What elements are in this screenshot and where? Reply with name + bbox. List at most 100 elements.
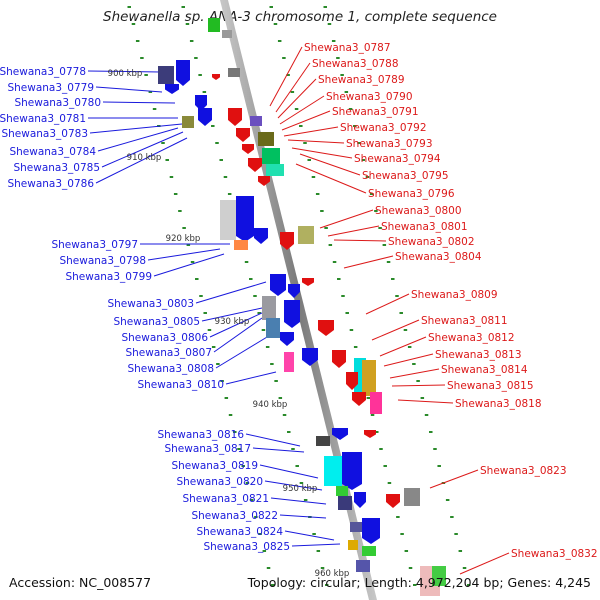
gene-label-left[interactable]: Shewana3_0786 [7,178,94,190]
gene-feature[interactable] [236,196,254,242]
gene-label-left[interactable]: Shewana3_0824 [196,526,283,538]
gene-feature[interactable] [228,68,240,77]
gene-label-left[interactable]: Shewana3_0783 [1,128,88,140]
gene-feature[interactable] [362,360,376,396]
gene-label-left[interactable]: Shewana3_0810 [137,379,224,391]
gene-feature[interactable] [386,494,400,508]
gene-label-left[interactable]: Shewana3_0797 [51,239,138,251]
gene-feature[interactable] [356,560,370,572]
gene-feature[interactable] [432,566,446,586]
gene-feature[interactable] [258,176,270,186]
gene-feature[interactable] [212,74,220,80]
gene-label-right[interactable]: Shewana3_0788 [312,58,399,70]
gene-label-left[interactable]: Shewana3_0805 [113,316,200,328]
gene-feature[interactable] [342,452,362,490]
gene-feature[interactable] [280,232,294,250]
gene-label-right[interactable]: Shewana3_0811 [421,315,508,327]
gene-label-left[interactable]: Shewana3_0803 [107,298,194,310]
gene-label-left[interactable]: Shewana3_0825 [203,541,290,553]
gene-label-right[interactable]: Shewana3_0795 [362,170,449,182]
gene-label-right[interactable]: Shewana3_0790 [326,91,413,103]
gene-label-right[interactable]: Shewana3_0813 [435,349,522,361]
gene-label-right[interactable]: Shewana3_0793 [346,138,433,150]
gene-label-right[interactable]: Shewana3_0791 [332,106,419,118]
gene-label-left[interactable]: Shewana3_0784 [9,146,96,158]
gene-label-left[interactable]: Shewana3_0816 [157,429,244,441]
gene-feature[interactable] [270,274,286,296]
gene-label-left[interactable]: Shewana3_0781 [0,113,86,125]
gene-feature[interactable] [284,300,300,328]
gene-feature[interactable] [262,296,276,320]
gene-label-right[interactable]: Shewana3_0814 [441,364,528,376]
gene-feature[interactable] [208,18,220,32]
gene-feature[interactable] [222,30,232,38]
gene-feature[interactable] [338,496,352,510]
gene-label-right[interactable]: Shewana3_0796 [368,188,455,200]
gene-feature[interactable] [262,148,280,164]
gene-label-left[interactable]: Shewana3_0808 [127,363,214,375]
gene-label-left[interactable]: Shewana3_0820 [176,476,263,488]
gene-label-left[interactable]: Shewana3_0807 [125,347,212,359]
gene-feature[interactable] [324,456,342,486]
gene-feature[interactable] [318,320,334,336]
gene-label-left[interactable]: Shewana3_0822 [191,510,278,522]
gene-label-right[interactable]: Shewana3_0818 [455,398,542,410]
gene-label-left[interactable]: Shewana3_0821 [182,493,269,505]
gene-feature[interactable] [198,108,212,126]
gene-feature[interactable] [302,348,318,366]
gene-feature[interactable] [220,200,236,240]
gene-feature[interactable] [236,128,250,142]
gene-label-right[interactable]: Shewana3_0787 [304,42,391,54]
gene-feature[interactable] [332,428,348,440]
gene-label-right[interactable]: Shewana3_0794 [354,153,441,165]
gene-label-left[interactable]: Shewana3_0819 [171,460,258,472]
gene-label-left[interactable]: Shewana3_0806 [121,332,208,344]
gene-feature[interactable] [350,522,362,532]
gene-feature[interactable] [254,228,268,244]
gene-label-right[interactable]: Shewana3_0815 [447,380,534,392]
gene-feature[interactable] [242,144,254,154]
gene-feature[interactable] [228,108,242,126]
gene-label-right[interactable]: Shewana3_0804 [395,251,482,263]
gene-feature[interactable] [176,60,190,86]
gene-feature[interactable] [266,318,280,338]
gene-feature[interactable] [298,226,314,244]
gene-label-right[interactable]: Shewana3_0802 [388,236,475,248]
gene-label-right[interactable]: Shewana3_0812 [428,332,515,344]
gene-label-right[interactable]: Shewana3_0801 [381,221,468,233]
gene-feature[interactable] [284,352,294,372]
gene-feature[interactable] [195,95,207,111]
gene-feature[interactable] [316,436,330,446]
gene-feature[interactable] [346,372,358,390]
gene-label-left[interactable]: Shewana3_0817 [164,443,251,455]
gene-label-left[interactable]: Shewana3_0798 [59,255,146,267]
gene-feature[interactable] [250,116,262,126]
gene-feature[interactable] [234,240,248,250]
gene-label-left[interactable]: Shewana3_0779 [7,82,94,94]
gene-feature[interactable] [258,132,274,146]
gene-feature[interactable] [370,392,382,414]
gene-feature[interactable] [158,66,174,84]
gene-label-left[interactable]: Shewana3_0799 [65,271,152,283]
gene-label-right[interactable]: Shewana3_0800 [375,205,462,217]
gene-feature[interactable] [332,350,346,368]
gene-feature[interactable] [352,392,366,406]
gene-label-right[interactable]: Shewana3_0809 [411,289,498,301]
gene-feature[interactable] [182,116,194,128]
gene-feature[interactable] [336,486,348,496]
gene-label-right[interactable]: Shewana3_0789 [318,74,405,86]
gene-feature[interactable] [288,284,300,298]
gene-label-left[interactable]: Shewana3_0778 [0,66,86,78]
gene-feature[interactable] [348,540,358,550]
gene-feature[interactable] [362,546,376,556]
gene-label-right[interactable]: Shewana3_0832 [511,548,598,560]
gene-feature[interactable] [280,332,294,346]
gene-feature[interactable] [364,430,376,438]
gene-feature[interactable] [248,158,262,172]
gene-feature[interactable] [362,518,380,544]
gene-feature[interactable] [354,492,366,508]
gene-label-left[interactable]: Shewana3_0780 [14,97,101,109]
gene-feature[interactable] [302,278,314,286]
gene-label-left[interactable]: Shewana3_0785 [13,162,100,174]
gene-label-right[interactable]: Shewana3_0823 [480,465,567,477]
